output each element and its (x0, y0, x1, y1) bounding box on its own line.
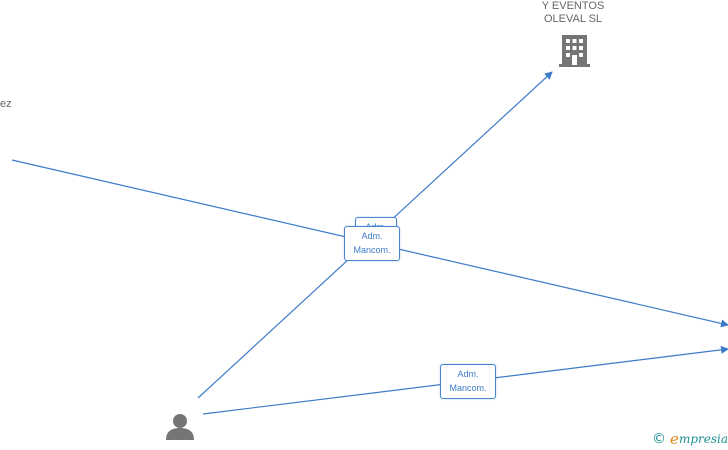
person-icon[interactable] (166, 414, 194, 440)
copyright-symbol: © (652, 431, 667, 447)
empresia-watermark: © e mpresia (652, 430, 728, 448)
relation-badge-bottom[interactable]: Adm. Mancom. (440, 364, 496, 399)
brand-logo-text: mpresia (678, 432, 728, 446)
brand-logo-e: e (670, 430, 679, 448)
relation-badge-front[interactable]: Adm. Mancom. (344, 226, 400, 261)
building-icon[interactable] (559, 35, 590, 67)
person-left-label[interactable]: ez (0, 98, 12, 110)
company-label[interactable]: Y EVENTOS OLEVAL SL (541, 0, 605, 25)
